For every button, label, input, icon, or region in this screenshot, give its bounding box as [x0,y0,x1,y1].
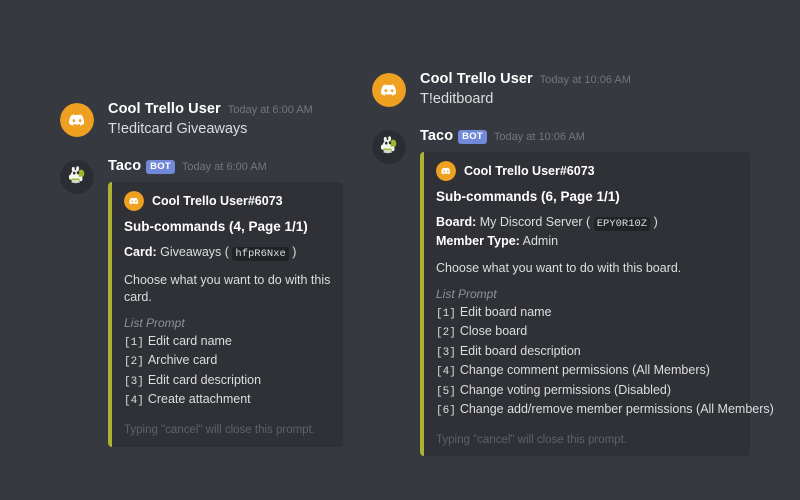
message-column-right: Cool Trello User Today at 10:06 AM T!edi… [372,70,774,457]
embed-field-value: Admin [522,233,559,248]
embed-description: Choose what you want to do with this boa… [436,261,682,276]
message-body: Cool Trello User Today at 6:00 AM T!edit… [108,100,360,139]
option-index: [4] [124,395,144,408]
list-item[interactable]: [3]Edit board description [436,342,738,362]
list-prompt-label: List Prompt [124,315,185,330]
option-label: Change comment permissions (All Members) [459,363,710,378]
option-index: [3] [124,375,144,388]
option-index: [3] [436,346,456,359]
embed-field-board: Board: My Discord Server ( EPY0R10Z ) [436,213,738,232]
message-timestamp: Today at 6:00 AM [227,104,313,116]
option-label: Edit board description [459,343,581,358]
message-timestamp: Today at 6:00 AM [181,160,267,173]
message-header: Taco BOT Today at 6:00 AM [108,157,360,176]
embed-author-name: Cool Trello User#6073 [152,193,283,208]
option-index: [6] [436,405,456,418]
embed-field-card: Card: Giveaways ( hfpR6Nxe ) [124,243,331,262]
list-prompt-label: List Prompt [436,286,497,301]
list-item[interactable]: [4]Change comment permissions (All Membe… [436,361,738,381]
message-header: Cool Trello User Today at 10:06 AM [420,70,772,89]
embed-field-member-type: Member Type: Admin [436,232,738,250]
option-index: [1] [124,336,144,349]
option-label: Edit board name [459,304,552,319]
embed-field-code-wrap: ( EPY0R10Z ) [586,214,658,231]
option-index: [5] [436,385,456,398]
option-label: Create attachment [147,392,251,407]
bot-badge: BOT [146,159,175,174]
embed-card: Cool Trello User#6073 Sub-commands (4, P… [108,181,343,447]
discord-logo-icon[interactable] [60,103,94,137]
option-label: Edit card description [147,372,262,387]
list-item[interactable]: [1]Edit card name [124,332,331,352]
option-index: [4] [436,366,456,379]
option-label: Change voting permissions (Disabled) [459,382,672,397]
message-header: Taco BOT Today at 10:06 AM [420,127,772,146]
author-name[interactable]: Taco [108,157,142,174]
embed-author-name: Cool Trello User#6073 [464,163,595,178]
embed-field-value: My Discord Server [479,214,583,229]
message-body: Taco BOT Today at 10:06 AM Cool Trello U… [420,127,774,457]
list-item[interactable]: [2]Archive card [124,351,331,371]
taco-bot-icon[interactable] [60,159,94,194]
message-group-bot-left: Taco BOT Today at 6:00 AM Cool Trello Us… [60,157,360,447]
list-item[interactable]: [5]Change voting permissions (Disabled) [436,381,738,401]
embed-description: Choose what you want to do with this car… [124,272,331,305]
message-body: Cool Trello User Today at 10:06 AM T!edi… [420,70,772,109]
message-group-user-left: Cool Trello User Today at 6:00 AM T!edit… [60,100,360,139]
message-header: Cool Trello User Today at 6:00 AM [108,100,360,119]
list-item[interactable]: [6]Change add/remove member permissions … [436,400,774,420]
bot-badge: BOT [458,129,487,144]
option-label: Edit card name [147,333,232,348]
option-label: Close board [459,324,528,339]
discord-logo-icon[interactable] [372,73,406,107]
embed-author: Cool Trello User#6073 [436,160,738,181]
embed-field-code-wrap: ( hfpR6Nxe ) [224,244,297,261]
option-list: [1]Edit board name [2]Close board [3]Edi… [436,303,774,420]
card-id-code: hfpR6Nxe [232,246,289,261]
embed-title: Sub-commands (4, Page 1/1) [124,218,308,234]
embed-field-name: Card: [124,244,157,259]
embed-card: Cool Trello User#6073 Sub-commands (6, P… [420,151,774,457]
embed-field-value: Giveaways [160,244,222,259]
option-index: [2] [124,356,144,369]
list-item[interactable]: [4]Create attachment [124,390,331,410]
embed-title: Sub-commands (6, Page 1/1) [436,188,620,204]
author-name[interactable]: Taco [420,127,454,144]
message-content: T!editboard [420,90,494,107]
author-name[interactable]: Cool Trello User [108,101,221,117]
message-group-user-right: Cool Trello User Today at 10:06 AM T!edi… [372,70,772,109]
option-index: [1] [436,307,456,320]
discord-logo-icon [124,190,144,211]
author-name[interactable]: Cool Trello User [420,71,533,87]
option-index: [2] [436,327,456,340]
message-column-left: Cool Trello User Today at 6:00 AM T!edit… [60,100,360,447]
option-label: Change add/remove member permissions (Al… [459,402,774,417]
embed-author: Cool Trello User#6073 [124,190,331,211]
list-item[interactable]: [2]Close board [436,322,738,342]
option-label: Archive card [147,353,218,368]
discord-logo-icon [436,160,456,181]
list-item[interactable]: [3]Edit card description [124,371,331,391]
list-item[interactable]: [1]Edit board name [436,303,738,323]
message-timestamp: Today at 10:06 AM [539,74,631,86]
message-content: T!editcard Giveaways [108,120,248,137]
message-body: Taco BOT Today at 6:00 AM Cool Trello Us… [108,157,360,447]
embed-field-name: Member Type: [436,233,520,248]
message-group-bot-right: Taco BOT Today at 10:06 AM Cool Trello U… [372,127,774,457]
embed-field-name: Board: [436,214,477,229]
taco-bot-icon[interactable] [372,129,406,164]
board-id-code: EPY0R10Z [593,216,651,231]
option-list: [1]Edit card name [2]Archive card [3]Edi… [124,332,331,410]
message-timestamp: Today at 10:06 AM [493,130,585,143]
embed-footer: Typing "cancel" will close this prompt. [436,433,627,446]
embed-footer: Typing "cancel" will close this prompt. [124,423,315,436]
